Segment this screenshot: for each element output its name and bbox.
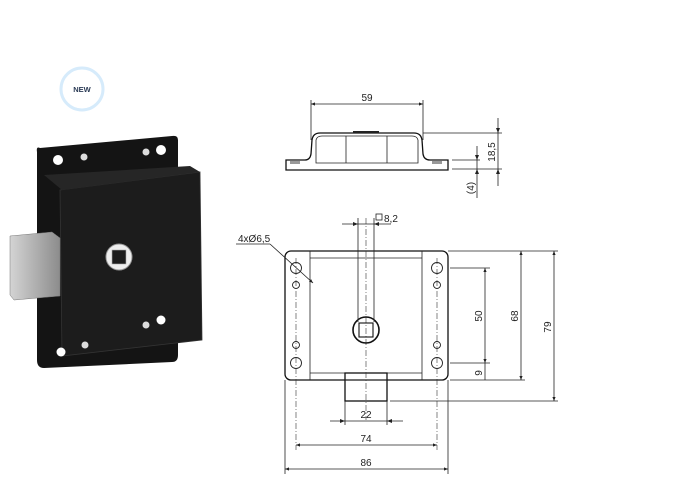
dim-79: 79 xyxy=(543,321,554,333)
dim-86: 86 xyxy=(360,458,372,469)
product-photo xyxy=(9,135,203,368)
dim-50: 50 xyxy=(474,310,485,322)
dim-width-59: 59 xyxy=(361,93,373,104)
dim-height-18-5: 18,5 xyxy=(487,142,498,162)
dim-square-8-2: 8,2 xyxy=(384,214,398,225)
dim-holes-label: 4xØ6,5 xyxy=(238,234,271,245)
dim-22: 22 xyxy=(360,410,372,421)
badge-label: NEW xyxy=(73,85,91,94)
new-badge: NEW xyxy=(59,66,105,112)
front-view-drawing: 8,2 4xØ6,5 50 9 68 79 22 74 86 xyxy=(236,213,558,474)
dim-74: 74 xyxy=(360,434,372,445)
dim-base-4: (4) xyxy=(466,182,477,194)
top-view-drawing: 59 18,5 (4) xyxy=(285,93,502,198)
dim-9: 9 xyxy=(474,370,485,376)
dim-68: 68 xyxy=(510,310,521,322)
